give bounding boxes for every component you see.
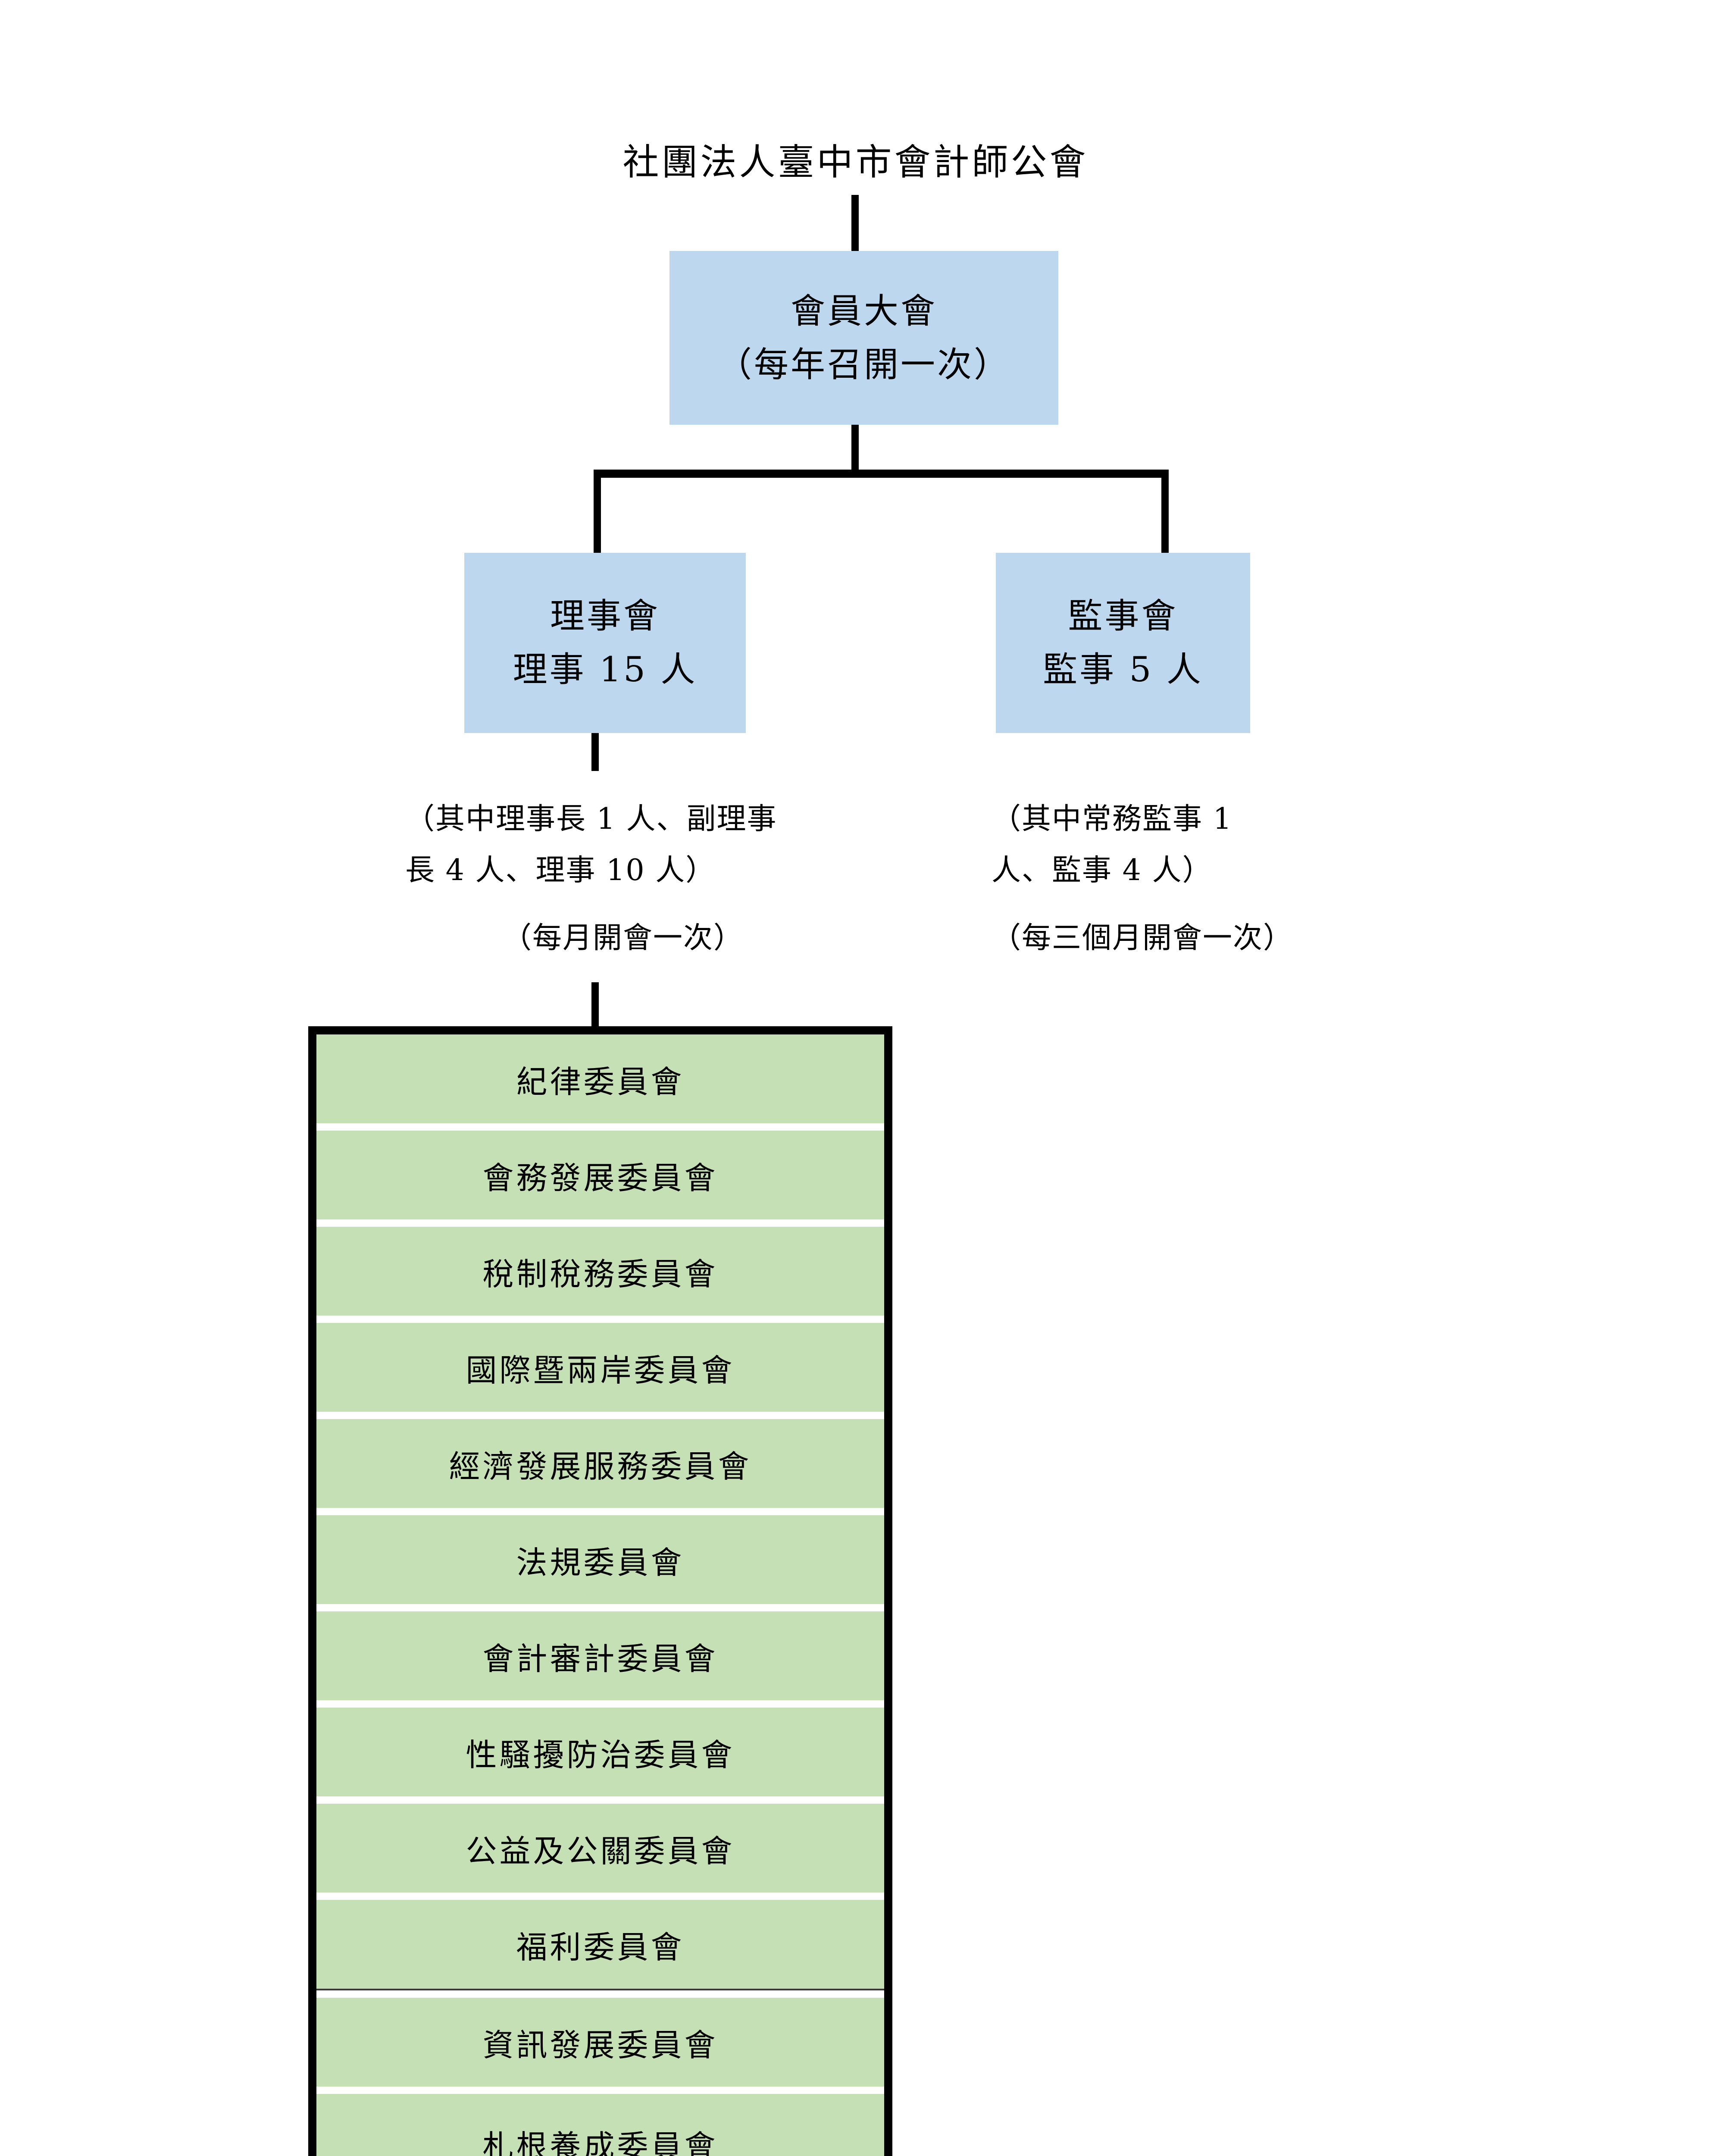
- connector-down-to-supervisors: [1161, 470, 1169, 554]
- list-item[interactable]: 札根養成委員會: [316, 2094, 884, 2156]
- node-general-assembly: 會員大會 （每年召開一次）: [669, 251, 1058, 425]
- list-item[interactable]: 稅制稅務委員會: [316, 1227, 884, 1316]
- connector-down-to-directors: [594, 470, 601, 554]
- connector-directors-stub: [591, 733, 599, 771]
- directors-composition-line-1: （其中理事長 1 人、副理事: [405, 802, 777, 836]
- connector-horizontal-split: [594, 470, 1169, 478]
- list-item[interactable]: 資訊發展委員會: [316, 1998, 884, 2087]
- connector-title-to-assembly: [851, 195, 859, 252]
- note-board-of-directors: （其中理事長 1 人、副理事 長 4 人、理事 10 人） （每月開會一次）: [405, 793, 841, 964]
- committee-label: 經濟發展服務委員會: [449, 1448, 752, 1485]
- committee-list-container: 紀律委員會 會務發展委員會 稅制稅務委員會 國際暨兩岸委員會 經濟發展服務委員會…: [308, 1026, 892, 2156]
- committee-label: 法規委員會: [516, 1544, 685, 1581]
- committee-label: 稅制稅務委員會: [482, 1256, 718, 1292]
- committee-label: 札根養成委員會: [482, 2128, 718, 2156]
- node-board-of-supervisors: 監事會 監事 5 人: [996, 553, 1250, 733]
- list-item[interactable]: 國際暨兩岸委員會: [316, 1323, 884, 1412]
- committee-label: 福利委員會: [516, 1929, 685, 1965]
- board-of-supervisors-name: 監事會: [1068, 596, 1178, 636]
- list-item[interactable]: 福利委員會: [316, 1900, 884, 1990]
- list-item[interactable]: 法規委員會: [316, 1515, 884, 1604]
- committee-label: 資訊發展委員會: [482, 2027, 718, 2063]
- board-of-supervisors-count: 監事 5 人: [1043, 649, 1203, 689]
- list-item[interactable]: 經濟發展服務委員會: [316, 1419, 884, 1508]
- list-item[interactable]: 會計審計委員會: [316, 1611, 884, 1700]
- supervisors-composition-line-2: 人、監事 4 人）: [992, 853, 1213, 887]
- supervisors-composition-line-1: （其中常務監事 1: [992, 802, 1232, 836]
- list-item[interactable]: 性騷擾防治委員會: [316, 1708, 884, 1796]
- directors-meeting-frequency: （每月開會一次）: [502, 921, 744, 955]
- node-board-of-directors: 理事會 理事 15 人: [464, 553, 746, 733]
- committee-label: 會務發展委員會: [482, 1159, 718, 1196]
- committee-label: 國際暨兩岸委員會: [466, 1352, 735, 1388]
- committee-label: 性騷擾防治委員會: [466, 1736, 735, 1773]
- board-of-directors-name: 理事會: [550, 596, 660, 636]
- general-assembly-frequency: （每年召開一次）: [717, 344, 1010, 385]
- list-item[interactable]: 會務發展委員會: [316, 1131, 884, 1219]
- list-item[interactable]: 公益及公關委員會: [316, 1804, 884, 1893]
- committee-label: 紀律委員會: [516, 1063, 685, 1100]
- connector-assembly-down: [851, 425, 859, 476]
- committee-label: 會計審計委員會: [482, 1640, 718, 1677]
- directors-composition-line-2: 長 4 人、理事 10 人）: [405, 853, 716, 887]
- connector-into-committee-box: [591, 982, 599, 1028]
- committee-label: 公益及公關委員會: [466, 1833, 735, 1869]
- board-of-directors-count: 理事 15 人: [513, 649, 698, 689]
- list-item[interactable]: 紀律委員會: [316, 1034, 884, 1123]
- page-title: 社團法人臺中市會計師公會: [622, 141, 1089, 183]
- supervisors-meeting-frequency: （每三個月開會一次）: [992, 921, 1294, 955]
- general-assembly-name: 會員大會: [791, 291, 937, 331]
- note-board-of-supervisors: （其中常務監事 1 人、監事 4 人） （每三個月開會一次）: [992, 793, 1379, 964]
